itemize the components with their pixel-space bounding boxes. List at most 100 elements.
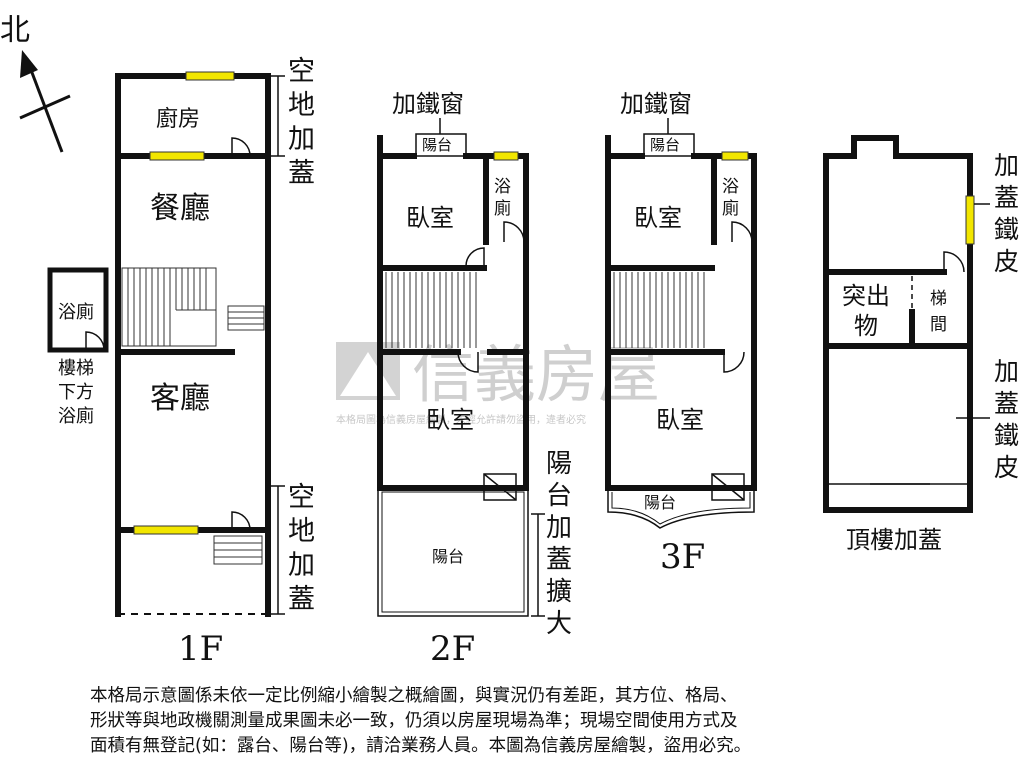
- svg-text:大: 大: [546, 609, 572, 639]
- ac-unit-icon: [483, 473, 517, 501]
- window-icon: [493, 151, 519, 161]
- svg-text:梯: 梯: [930, 289, 947, 309]
- room-label-bath: 浴廁: [58, 301, 94, 323]
- window-icon: [185, 71, 235, 81]
- steps-icon: [213, 305, 265, 565]
- room-label-living: 客廳: [150, 381, 210, 416]
- balcony-box: [415, 133, 467, 157]
- svg-text:地: 地: [288, 516, 315, 547]
- door-icon: [731, 221, 753, 243]
- note-iron-sheet-bottom: 加 蓋 鐵 皮: [994, 357, 1019, 482]
- door-icon: [231, 137, 251, 157]
- staircase-icon: [613, 272, 705, 348]
- room-label-protrusion: 突出 物: [842, 282, 890, 340]
- floor-label-roof: 頂樓加蓋: [846, 526, 942, 554]
- bath-room-box: [47, 267, 109, 353]
- room-label-bath: 浴: [722, 177, 739, 197]
- svg-text:加: 加: [288, 550, 315, 581]
- door-icon: [457, 351, 479, 373]
- room-label-bedroom: 臥室: [406, 204, 454, 232]
- note-bottom-vacant: 空 地 加 蓋: [288, 482, 315, 615]
- svg-text:空: 空: [288, 482, 315, 513]
- ac-unit-icon: [711, 473, 745, 501]
- door-icon: [503, 221, 525, 243]
- svg-text:皮: 皮: [994, 453, 1019, 482]
- disclaimer: 本格局示意圖係未依一定比例縮小繪製之概繪圖，與實況仍有差距，其方位、格局、 形狀…: [90, 684, 970, 759]
- door-icon: [943, 251, 965, 273]
- compass-cross-icon: [19, 94, 71, 120]
- svg-text:加: 加: [546, 513, 572, 543]
- door-icon: [723, 351, 745, 373]
- svg-text:加: 加: [994, 357, 1019, 386]
- room-label-bath: 廁: [494, 198, 511, 219]
- svg-text:浴廁: 浴廁: [58, 405, 94, 427]
- svg-text:樓梯: 樓梯: [58, 358, 94, 379]
- iron-window-note: 加鐵窗: [620, 90, 692, 118]
- room-label-bedroom: 臥室: [656, 406, 704, 434]
- room-label-bath: 廁: [722, 198, 739, 219]
- svg-text:蓋: 蓋: [288, 584, 315, 615]
- svg-text:空: 空: [288, 56, 315, 87]
- north-label: 北: [0, 13, 30, 48]
- dimension-marker: [531, 513, 545, 617]
- window-icon: [965, 195, 975, 245]
- roof-plan: 突出 物 梯 間 加 蓋 鐵 皮 加 蓋 鐵 皮 頂樓加蓋: [823, 135, 1019, 554]
- window-icon: [149, 151, 205, 161]
- room-label-stairwell: 梯 間: [930, 289, 947, 335]
- dimension-marker: [271, 75, 285, 615]
- door-icon: [231, 511, 251, 531]
- room-label-balcony: 陽台: [644, 493, 676, 512]
- room-label-bedroom: 臥室: [634, 204, 682, 232]
- svg-text:地: 地: [288, 90, 315, 121]
- svg-text:突出: 突出: [842, 282, 890, 310]
- disclaimer-line: 形狀等與地政機關測量成果圖未必一致，仍須以房屋現場為準；現場空間使用方式及: [90, 711, 738, 731]
- svg-text:陽: 陽: [546, 449, 572, 479]
- staircase-icon: [121, 267, 217, 347]
- svg-text:蓋: 蓋: [994, 389, 1019, 418]
- floor-plan: 北 信義房屋 本格局圖為信義房屋繪製，未經允許請勿盜用，違者必究: [0, 13, 1019, 669]
- svg-text:加: 加: [994, 151, 1019, 180]
- bay-balcony-outline: [607, 488, 755, 529]
- floor-label-2f: 2F: [430, 629, 475, 669]
- svg-text:鐵: 鐵: [994, 215, 1019, 244]
- iron-window-note: 加鐵窗: [392, 90, 464, 118]
- svg-text:加: 加: [288, 124, 315, 155]
- room-label-bedroom: 臥室: [426, 406, 474, 434]
- svg-text:擴: 擴: [546, 577, 572, 607]
- svg-text:蓋: 蓋: [994, 183, 1019, 212]
- room-label-balcony: 陽台: [650, 136, 680, 154]
- floor-2-plan: 加鐵窗 陽台 臥室 浴 廁 臥室 陽台 陽 台 加 蓋 擴 大 2F: [377, 90, 572, 669]
- balcony-box: [643, 133, 695, 157]
- floor-3-plan: 加鐵窗 陽台 臥室 浴 廁 臥室 陽台 3F: [605, 90, 757, 577]
- note-iron-sheet-top: 加 蓋 鐵 皮: [994, 151, 1019, 276]
- floor-1-plan: 廚房 餐廳 客廳 浴廁 樓梯 下方 浴廁 空 地 加 蓋 空 地 加 蓋 1F: [47, 56, 315, 669]
- note-top-vacant: 空 地 加 蓋: [288, 56, 315, 189]
- svg-text:蓋: 蓋: [546, 545, 572, 575]
- room-label-balcony: 陽台: [422, 136, 452, 154]
- disclaimer-line: 本格局示意圖係未依一定比例縮小繪製之概繪圖，與實況仍有差距，其方位、格局、: [90, 686, 738, 706]
- window-icon: [721, 151, 749, 161]
- floor-label-1f: 1F: [178, 629, 223, 669]
- svg-text:下方: 下方: [58, 382, 94, 403]
- door-icon: [85, 331, 105, 351]
- disclaimer-line: 面積有無登記(如：露台、陽台等)，請洽業務人員。本圖為信義房屋繪製，盜用必究。: [90, 736, 752, 756]
- north-arrowhead-icon: [20, 50, 38, 78]
- note-balcony-extension: 陽 台 加 蓋 擴 大: [546, 449, 572, 639]
- watermark-brand: 信義房屋: [412, 338, 660, 411]
- svg-text:間: 間: [930, 315, 947, 335]
- floor-label-3f: 3F: [660, 537, 705, 577]
- door-icon: [465, 247, 485, 267]
- room-label-balcony: 陽台: [432, 547, 464, 566]
- svg-text:皮: 皮: [994, 247, 1019, 276]
- svg-text:鐵: 鐵: [994, 421, 1019, 450]
- window-icon: [133, 525, 199, 535]
- note-stair-bath: 樓梯 下方 浴廁: [58, 358, 94, 427]
- staircase-icon: [385, 272, 477, 348]
- room-label-dining: 餐廳: [150, 191, 210, 226]
- room-label-kitchen: 廚房: [156, 107, 200, 132]
- room-label-bath: 浴: [494, 177, 511, 197]
- svg-text:蓋: 蓋: [288, 158, 315, 189]
- svg-text:台: 台: [546, 481, 572, 511]
- compass: 北: [0, 13, 71, 153]
- svg-text:物: 物: [854, 312, 878, 340]
